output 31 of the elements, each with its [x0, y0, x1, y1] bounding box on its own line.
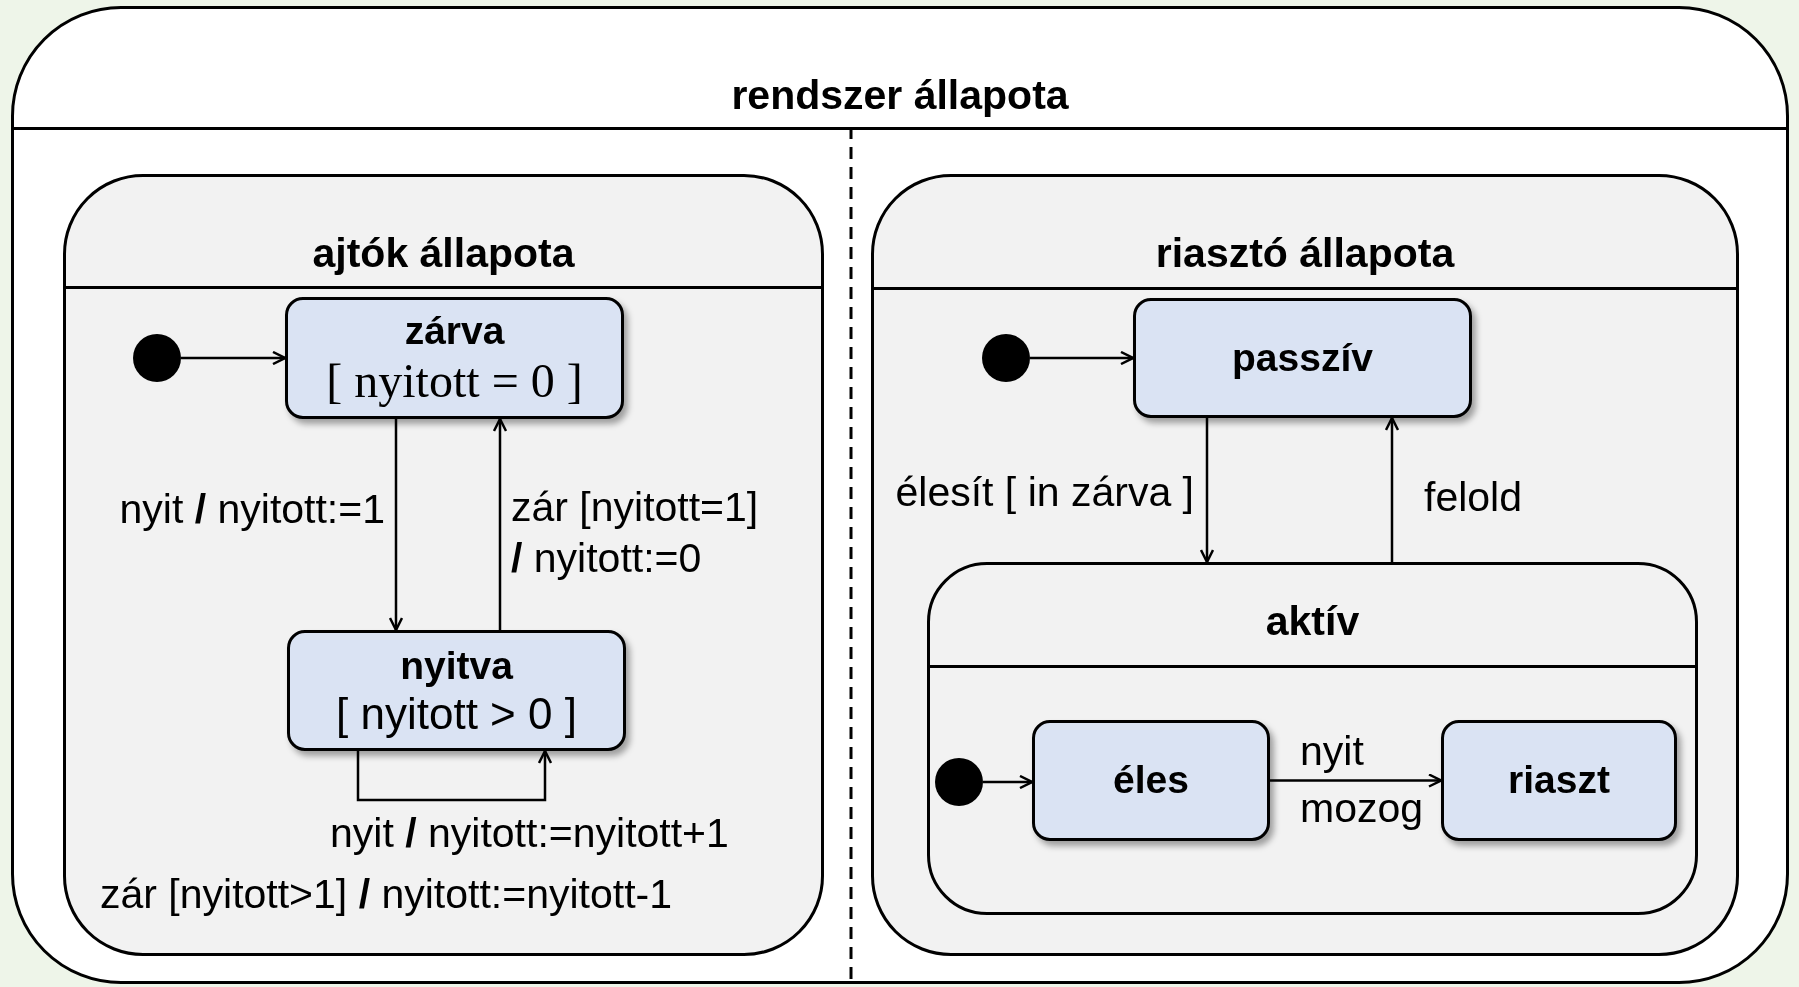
composite-state [871, 174, 1739, 956]
state-box [287, 630, 626, 751]
state-name: riaszt [1508, 757, 1610, 804]
composite-state [927, 562, 1698, 915]
transition-arrow [388, 419, 404, 632]
initial-state [982, 334, 1030, 382]
transition-arrow [983, 774, 1034, 790]
state-box [1441, 720, 1677, 841]
transition-arrow [1030, 350, 1135, 366]
state-name: zárva [404, 308, 505, 355]
transition-arrow [1270, 773, 1443, 788]
initial-state [133, 334, 181, 382]
transition-arrow [492, 417, 508, 630]
state-name: ajtók állapota [312, 229, 575, 277]
transition-arrow [1199, 418, 1215, 564]
transition-arrow [181, 350, 287, 366]
state-invariant: [ nyitott = 0 ] [326, 355, 583, 408]
state-box [1032, 720, 1270, 841]
state-name: passzív [1232, 334, 1373, 381]
state-name: aktív [1265, 597, 1360, 645]
state-invariant: [ nyitott > 0 ] [336, 689, 577, 739]
state-name: riasztó állapota [1155, 229, 1455, 277]
state-box [1133, 298, 1472, 418]
state-box [285, 297, 624, 419]
state-name: éles [1113, 757, 1189, 804]
transition-arrow [356, 749, 553, 802]
state-name: nyitva [400, 642, 513, 689]
transition-arrow [1384, 416, 1400, 562]
composite-state [11, 6, 1789, 984]
initial-state [935, 758, 983, 806]
state-name: rendszer állapota [731, 71, 1069, 119]
